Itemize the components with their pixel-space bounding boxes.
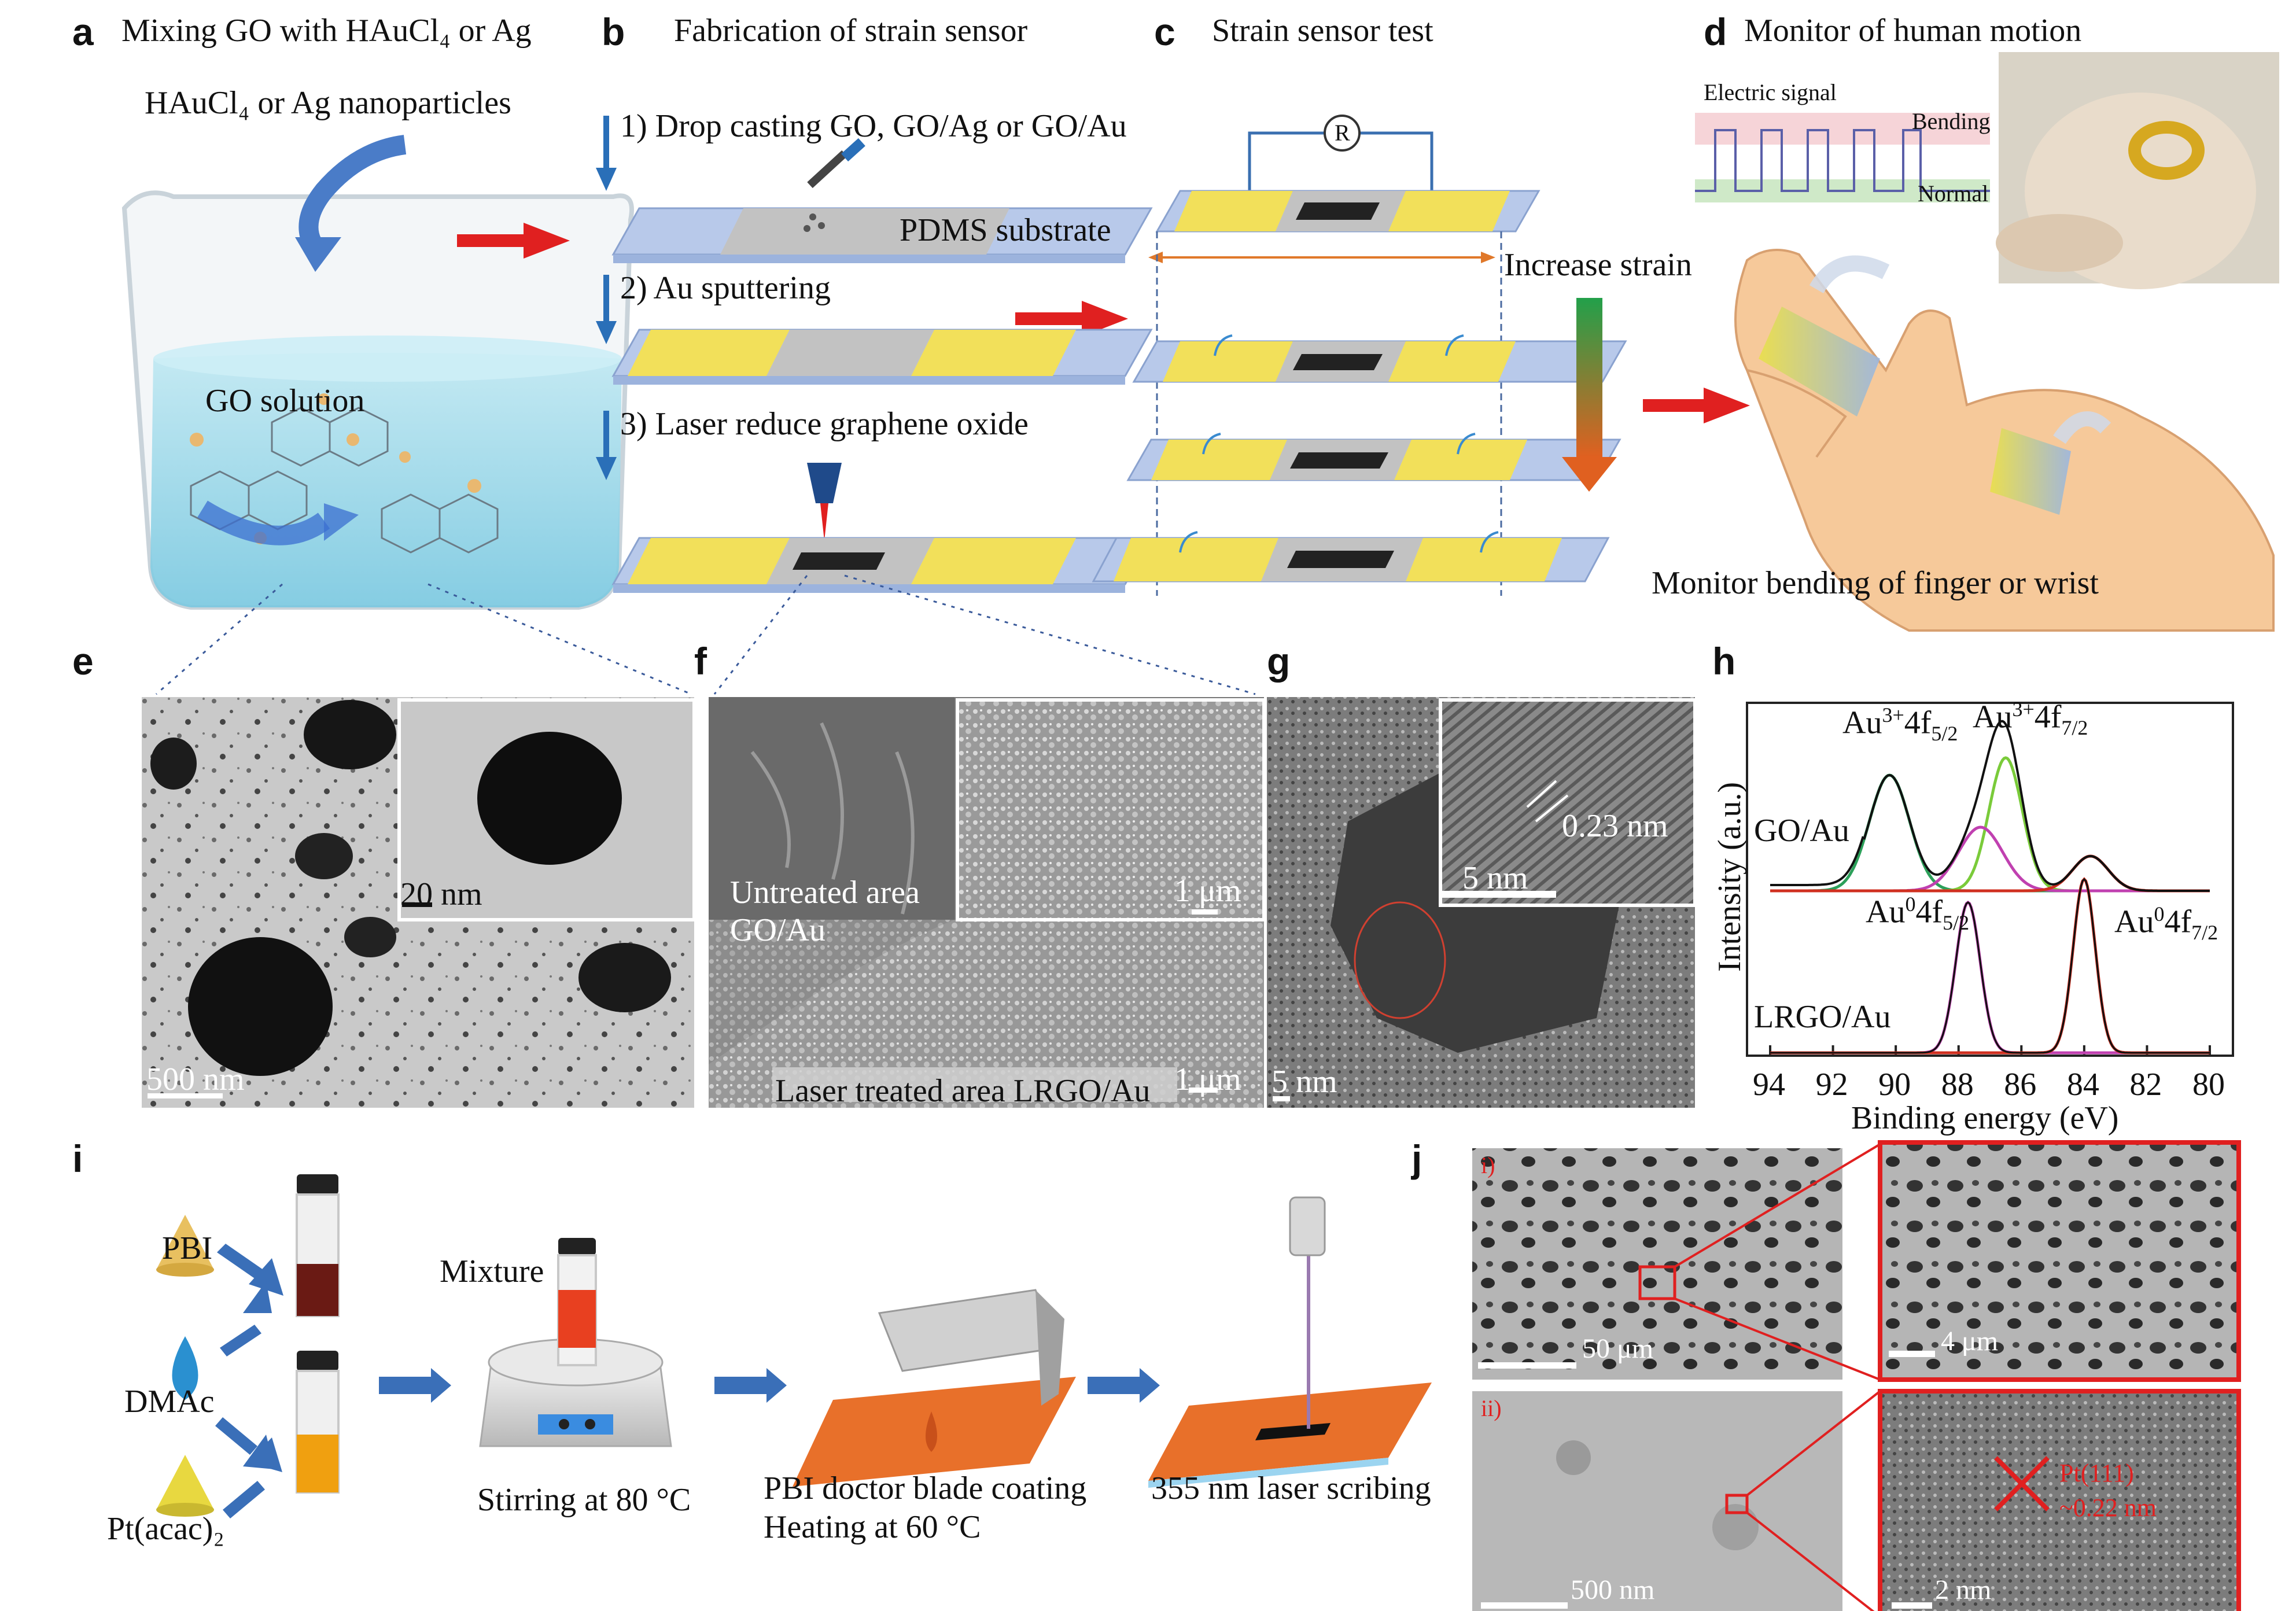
scale-bar: [1273, 1096, 1290, 1101]
panel-title-b: Fabrication of strain sensor: [674, 13, 1028, 49]
panel-label-i: i: [72, 1137, 83, 1180]
resistor-label: R: [1335, 120, 1350, 146]
scale-bar: [1478, 1362, 1576, 1369]
substrate-label: PDMS substrate: [900, 212, 1111, 248]
panel-label-e: e: [72, 640, 94, 683]
scale-label-inset: 20 nm: [400, 876, 482, 912]
lattice-label: 0.23 nm: [1562, 808, 1668, 844]
x-tick-label: 86: [2004, 1067, 2037, 1103]
panel-title-a: Mixing GO with HAuCl₄ or Ag: [121, 13, 532, 49]
untreated-label-1: Untreated area: [730, 875, 920, 910]
normal-label: Normal: [1918, 180, 1989, 207]
series-line-lrgo-au: [1770, 878, 2210, 1054]
scale-label-main: 500 nm: [146, 1061, 245, 1097]
scale-bar: [148, 1093, 223, 1098]
x-tick-label: 90: [1878, 1067, 1911, 1103]
scale-bar: [1440, 891, 1556, 898]
dmac-label: DMAc: [124, 1384, 215, 1420]
coating-label-2: Heating at 60 °C: [764, 1509, 981, 1545]
x-tick-label: 94: [1753, 1067, 1785, 1103]
panel-label-g: g: [1267, 640, 1291, 683]
scale-label-inset: 5 nm: [1462, 860, 1528, 896]
scale-bar: [1192, 909, 1218, 915]
scale-label: 50 μm: [1582, 1333, 1654, 1364]
pt-plane-label: Pt(111): [2059, 1459, 2134, 1487]
x-tick-label: 88: [1941, 1067, 1974, 1103]
finger-photo: [1996, 52, 2279, 289]
step-3-label: 3) Laser reduce graphene oxide: [620, 406, 1029, 442]
hand-caption: Monitor bending of finger or wrist: [1652, 565, 2099, 601]
xps-chart: [1746, 702, 2234, 1057]
fabrication-steps: [596, 116, 1153, 593]
panel-title-c: Strain sensor test: [1212, 13, 1433, 49]
signal-label: Electric signal: [1704, 79, 1837, 105]
stir-label: Stirring at 80 °C: [477, 1482, 691, 1518]
solution-label: GO solution: [205, 383, 365, 419]
subpanel-label-i: i): [1481, 1152, 1495, 1178]
x-tick-label: 84: [2066, 1067, 2099, 1103]
laser-label: 355 nm laser scribing: [1151, 1470, 1431, 1506]
scale-label-main: 5 nm: [1272, 1064, 1337, 1100]
fit-curve: [1770, 854, 2210, 893]
peak-label: Au3+4f7/2: [1973, 698, 2088, 739]
panel-label-j: j: [1411, 1137, 1422, 1180]
hrtem-image: [1267, 697, 1697, 1108]
untreated-label-2: GO/Au: [730, 912, 825, 948]
panel-label-b: b: [602, 10, 625, 53]
y-axis-label: Intensity (a.u.): [1712, 781, 1748, 972]
scale-bar: [1189, 1087, 1218, 1093]
panel-label-h: h: [1712, 640, 1736, 683]
reagent-label: HAuCl₄ or Ag nanoparticles: [145, 85, 511, 121]
scale-bar: [1892, 1602, 1932, 1609]
subpanel-label-ii: ii): [1481, 1395, 1502, 1421]
scale-label: 4 μm: [1941, 1326, 1999, 1356]
step-1-label: 1) Drop casting GO, GO/Ag or GO/Au: [620, 108, 1127, 144]
peak-label: Au04f7/2: [2114, 902, 2218, 944]
panel-label-a: a: [72, 10, 94, 53]
x-axis-label: Binding energy (eV): [1851, 1100, 2119, 1136]
beaker-illustration: [121, 135, 634, 610]
coating-label-1: PBI doctor blade coating: [764, 1470, 1087, 1506]
x-tick-label: 82: [2129, 1067, 2162, 1103]
scale-bar: [402, 902, 432, 907]
series-label-lrgo-au: LRGO/Au: [1754, 999, 1891, 1035]
scale-bar: [1889, 1351, 1935, 1357]
process-illustration: [156, 1174, 1432, 1518]
sem-image: [709, 697, 1266, 1108]
pt-label: Pt(acac)₂: [107, 1511, 224, 1547]
scale-label-main: 1 μm: [1174, 1061, 1241, 1097]
series-line-go-au: [1770, 720, 2210, 892]
guide-lines: [156, 574, 1256, 695]
panel-label-c: c: [1154, 10, 1175, 53]
hand-illustration: [1695, 113, 2275, 632]
series-label-go-au: GO/Au: [1754, 813, 1849, 849]
red-arrow-icon: [457, 223, 1750, 423]
panel-label-f: f: [694, 640, 707, 683]
step-2-label: 2) Au sputtering: [620, 270, 831, 306]
bending-label: Bending: [1912, 108, 1991, 134]
scale-bar: [1481, 1602, 1568, 1609]
scale-label: 2 nm: [1935, 1575, 1992, 1605]
panel-label-d: d: [1704, 10, 1727, 53]
pbi-label: PBI: [162, 1230, 213, 1266]
scale-label: 500 nm: [1571, 1575, 1655, 1605]
x-tick-label: 80: [2192, 1067, 2225, 1103]
peak-label: Au3+4f5/2: [1842, 703, 1958, 745]
laser-area-label: Laser treated area LRGO/Au: [775, 1073, 1151, 1109]
peak-label: Au04f5/2: [1866, 893, 1970, 934]
mixture-label: Mixture: [440, 1254, 544, 1289]
pt-spacing-label: ~0.22 nm: [2059, 1494, 2157, 1522]
strain-test-slabs: [1092, 115, 1627, 596]
panel-title-d: Monitor of human motion: [1744, 13, 2082, 49]
sem-grid: [1472, 1140, 2241, 1611]
strain-label: Increase strain: [1504, 247, 1692, 283]
scale-label-inset: 1 μm: [1174, 873, 1241, 909]
x-tick-label: 92: [1815, 1067, 1848, 1103]
